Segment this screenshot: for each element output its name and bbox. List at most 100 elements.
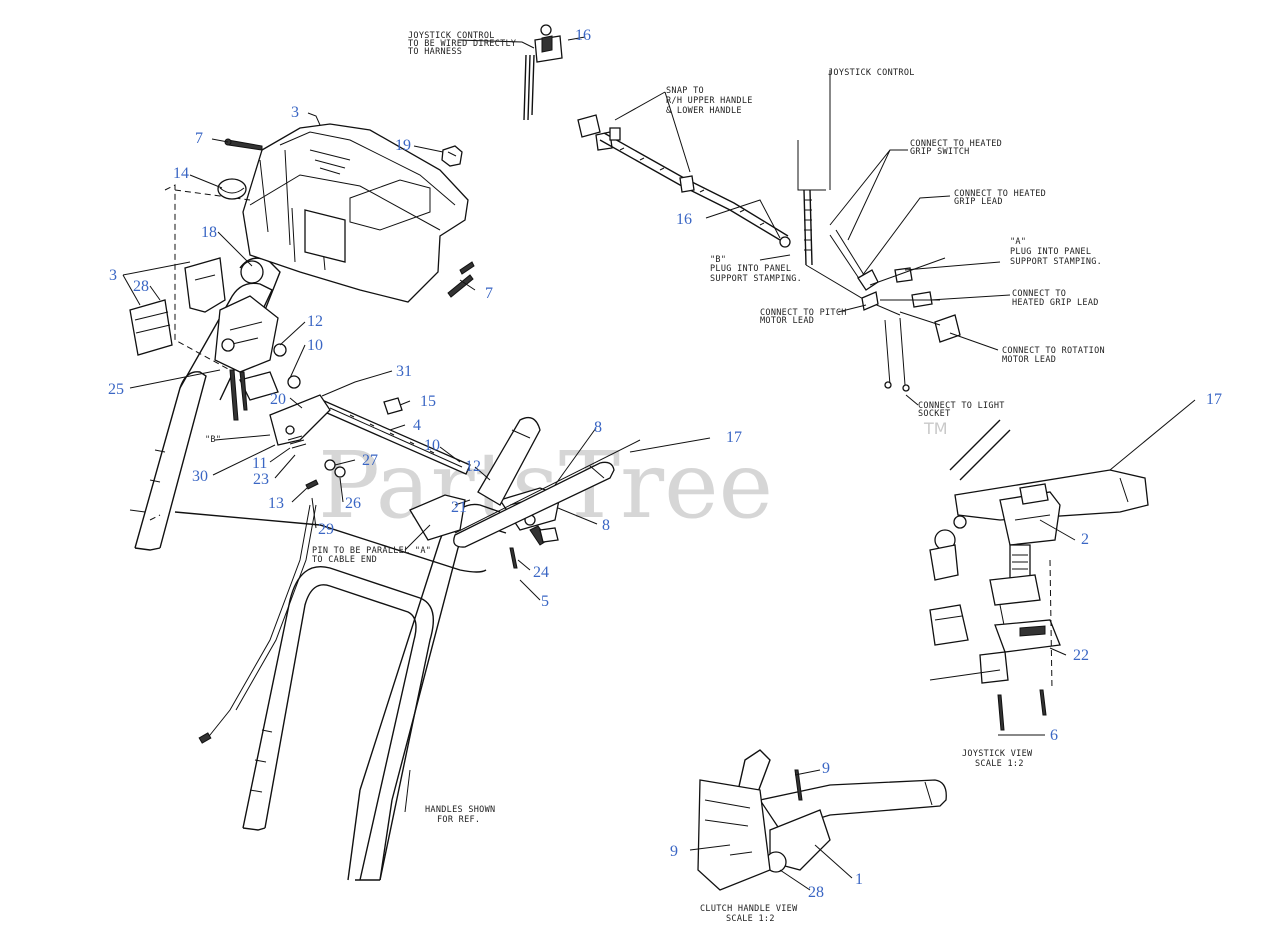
note-a-plug-2: PLUG INTO PANEL [1010,247,1091,257]
note-heated-grip-1: CONNECT TO [1012,289,1066,299]
note-joystick-wire-2: TO BE WIRED DIRECTLY [408,39,516,49]
callout-16-top: 16 [575,27,591,44]
callout-23: 23 [253,471,269,488]
note-rotation-1: CONNECT TO ROTATION [1002,346,1105,356]
harness-connectors [829,229,961,392]
note-snap-1: SNAP TO [666,86,704,96]
callout-4: 4 [413,417,421,434]
callout-2: 2 [1081,531,1089,548]
grip-17 [453,439,641,548]
note-a-plug-1: "A" [1010,237,1026,247]
note-b-plug-3: SUPPORT STAMPING. [710,274,802,284]
callout-8-lower: 8 [602,517,610,534]
callout-29: 29 [318,521,334,538]
callout-numbers: 16 3 7 19 14 18 3 28 7 12 10 25 31 20 15… [108,27,1222,901]
note-joystick-view-1: JOYSTICK VIEW [962,749,1033,759]
joystick-view-assembly [929,419,1149,731]
bolt-24 [509,547,518,569]
note-a-plug-3: SUPPORT STAMPING. [1010,257,1102,267]
control-housing [214,295,301,421]
callout-6: 6 [1050,727,1058,744]
note-light-2: SOCKET [918,409,951,419]
callout-30: 30 [192,468,208,485]
clutch-handle-view [697,749,947,891]
callout-22: 22 [1073,647,1089,664]
housing-28 [129,299,173,356]
callout-1: 1 [855,871,863,888]
callout-26: 26 [345,495,361,512]
note-pitch-2: MOTOR LEAD [760,316,814,326]
callout-7-right: 7 [485,285,493,302]
callout-25: 25 [108,381,124,398]
callout-17-right: 17 [1206,391,1222,408]
callout-12-upper: 12 [307,313,323,330]
bolt-7-bottom [447,261,475,298]
note-joystick-control: JOYSTICK CONTROL [828,68,915,78]
cable-29 [205,504,311,741]
callout-17-left: 17 [726,429,742,446]
note-rotation-2: MOTOR LEAD [1002,355,1056,365]
callout-19: 19 [395,137,411,154]
grip-12 [477,416,541,506]
knob-14 [217,178,247,200]
note-joystick-wire-1: JOYSTICK CONTROL [408,31,495,41]
callout-27: 27 [362,452,378,469]
joystick-16-top [523,24,563,121]
callout-8-upper: 8 [594,419,602,436]
callout-12-lower: 12 [465,458,481,475]
callout-18: 18 [201,224,217,241]
note-pitch-1: CONNECT TO PITCH [760,308,847,318]
clip-15 [383,397,403,415]
spring-23 [287,435,307,449]
washer-26 [334,466,346,478]
callout-28-clutch: 28 [808,884,824,901]
callout-leaders [122,36,1196,891]
bolt-7-top [224,138,263,151]
note-heated-switch-2: GRIP SWITCH [910,147,970,157]
note-snap-2: R/H UPPER HANDLE [666,96,753,106]
callout-7-top: 7 [195,130,203,147]
callout-10-upper: 10 [307,337,323,354]
ball-18 [240,260,264,284]
note-heated-switch-1: CONNECT TO HEATED [910,139,1002,149]
note-snap-3: & LOWER HANDLE [666,106,742,116]
callout-15: 15 [420,393,436,410]
note-clutch-view-1: CLUTCH HANDLE VIEW [700,904,798,914]
note-joystick-view-2: SCALE 1:2 [975,759,1024,769]
note-handles-2: FOR REF. [437,815,480,825]
bolt-13 [305,479,319,490]
callout-13: 13 [268,495,284,512]
callout-3-cover: 3 [291,104,299,121]
note-heated-lead-1: CONNECT TO HEATED [954,189,1046,199]
knob-19 [441,145,463,167]
note-b-label: "B" [205,435,221,445]
note-handles-1: HANDLES SHOWN [425,805,495,815]
console-cover [242,123,469,303]
bracket-3-left [184,257,226,313]
note-b-plug-1: "B" [710,255,726,265]
callout-14: 14 [173,165,189,182]
watermark-tm: TM [923,419,948,438]
callout-16-harness: 16 [676,211,692,228]
note-parallel-1: PIN TO BE PARALLEL "A" [312,546,431,556]
note-clutch-view-2: SCALE 1:2 [726,914,775,924]
callout-9-left: 9 [670,843,678,860]
callout-5: 5 [541,593,549,610]
callout-20: 20 [270,391,286,408]
note-joystick-wire-3: TO HARNESS [408,47,462,57]
plate-30 [269,394,331,446]
joystick-control-cable [797,70,901,316]
note-parallel-2: TO CABLE END [312,555,377,565]
callout-24: 24 [533,564,549,581]
note-b-plug-2: PLUG INTO PANEL [710,264,791,274]
note-heated-grip-2: HEATED GRIP LEAD [1012,298,1099,308]
wire-harness-16 [577,114,791,248]
washer-27 [324,459,336,471]
callout-28-left: 28 [133,278,149,295]
assembly-notes: JOYSTICK CONTROL TO BE WIRED DIRECTLY TO… [205,31,1105,924]
callout-31: 31 [396,363,412,380]
callout-21: 21 [451,499,467,516]
note-heated-lead-2: GRIP LEAD [954,197,1003,207]
callout-11: 11 [252,455,267,472]
